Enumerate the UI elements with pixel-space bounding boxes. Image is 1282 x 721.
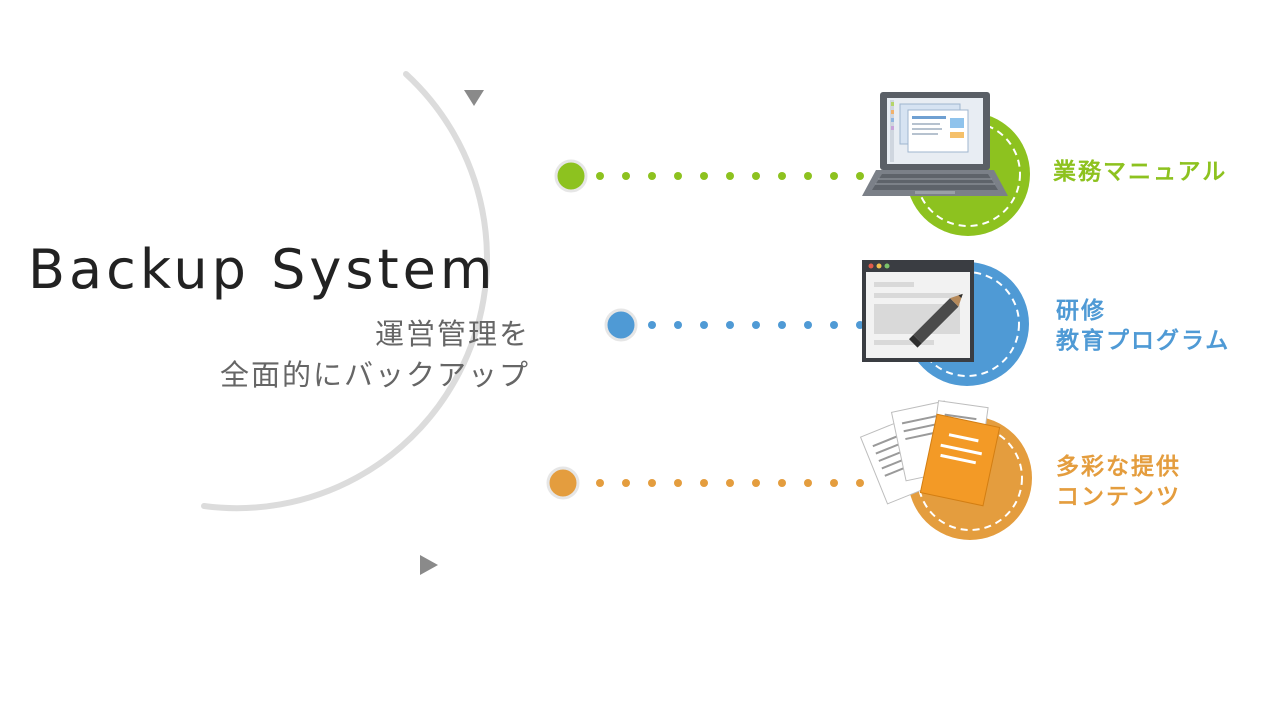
item-1-label: 業務マニュアル	[1053, 157, 1227, 187]
connector-2	[648, 321, 864, 329]
item-1-label-line-1: 業務マニュアル	[1053, 159, 1228, 185]
item-3-label: 多彩な提供 コンテンツ	[1056, 452, 1181, 512]
item-3-label-line-2: コンテンツ	[1056, 484, 1181, 510]
node-3	[545, 465, 581, 501]
whiteboard-pencil-icon	[862, 260, 974, 362]
subtitle-line-2: 全面的にバックアップ	[219, 358, 530, 392]
documents-icon	[859, 400, 1001, 507]
node-1	[553, 158, 589, 194]
arc-arrow-top	[464, 90, 484, 106]
item-2-label-line-2: 教育プログラム	[1056, 328, 1231, 354]
item-2-label: 研修 教育プログラム	[1056, 296, 1230, 356]
laptop-icon	[862, 92, 1008, 196]
subtitle-line-1: 運営管理を	[374, 317, 530, 351]
diagram-subtitle: 運営管理を 全面的にバックアップ	[220, 314, 530, 396]
node-2	[603, 307, 639, 343]
arc-arrow-bottom	[420, 555, 438, 575]
connector-3	[596, 479, 890, 487]
item-2-label-line-1: 研修	[1056, 298, 1106, 324]
item-3-label-line-1: 多彩な提供	[1056, 454, 1181, 480]
diagram-title: Backup System	[28, 238, 497, 301]
cycle-arc	[201, 71, 490, 512]
connector-1	[596, 172, 864, 180]
